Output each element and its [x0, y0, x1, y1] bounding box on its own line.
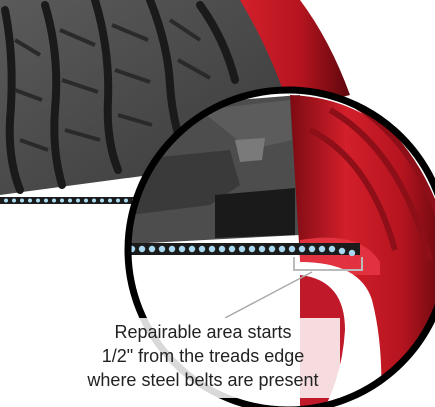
- background-sidewall: [185, 0, 350, 110]
- caption-line-1: Repairable area starts: [114, 322, 291, 342]
- steel-belt-beads: [128, 245, 356, 257]
- caption-line-3: where steel belts are present: [86, 370, 318, 390]
- magnifier-outline: [124, 86, 435, 407]
- magnified-groove: [215, 188, 295, 238]
- half-inch-bracket: [293, 257, 363, 271]
- caption-line-2: 1/2" from the treads edge: [102, 346, 305, 366]
- leader-line: [224, 271, 313, 319]
- background-sipes: [13, 18, 211, 152]
- background-grooves: [1, 0, 239, 194]
- caption-backdrop: [40, 318, 340, 398]
- background-steel-belt: [0, 197, 150, 204]
